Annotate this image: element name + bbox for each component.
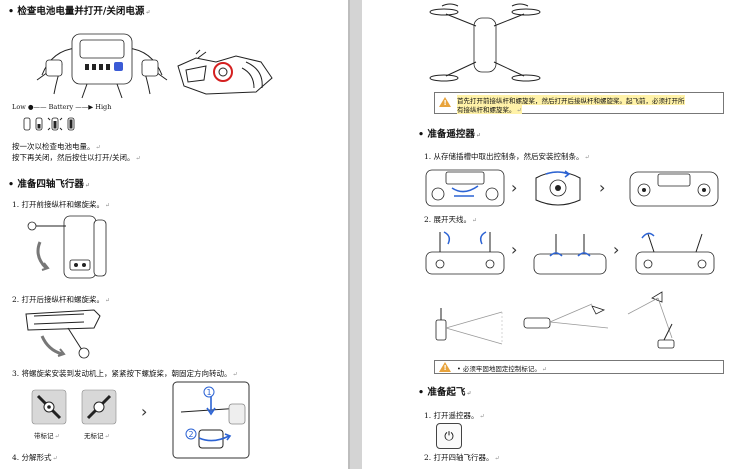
warning-marker-text: • 必须牢固地固定控制标记。↵: [457, 365, 547, 373]
battery-drone-illustration: [36, 33, 168, 99]
battery-instruction-line-1: 按一次以检查电池电量。↵: [12, 142, 101, 151]
document-page-left: • 检查电池电量并打开/关闭电源↵ Low ●—— Battery ——▶ Hi…: [0, 0, 348, 469]
svg-text:2: 2: [188, 430, 193, 439]
aircraft-step-4: 4. 分解形式↵: [12, 453, 58, 462]
propeller-install-illustration: 1 2: [172, 381, 250, 459]
aircraft-step-3: 3. 将螺旋桨安装到发动机上，紧紧按下螺旋桨，朝固定方向转动。↵: [12, 369, 238, 378]
chevron-right-icon: ›: [613, 240, 620, 259]
takeoff-step-1: 1. 打开遥控器。↵: [424, 411, 485, 420]
chevron-right-icon: ›: [599, 178, 606, 197]
unfold-rear-arm-illustration: [25, 309, 101, 359]
propeller-marked-illustration: [31, 389, 67, 425]
remote-sticks-storage-illustration: [425, 169, 505, 207]
chevron-right-icon: ›: [141, 402, 148, 421]
aircraft-section-title: • 准备四轴飞行器↵: [8, 179, 90, 190]
takeoff-section-title: • 准备起飞↵: [418, 387, 472, 398]
warning-triangle-icon: [439, 97, 451, 107]
scale-high-label: High: [95, 103, 112, 111]
battery-led-indicators-icon: [23, 117, 75, 131]
battery-level-scale: Low ●—— Battery ——▶ High: [12, 103, 112, 111]
antenna-unfolding-illustration: [533, 234, 607, 275]
battery-instruction-line-2: 按下再关闭，然后按住以打开/关闭。↵: [12, 153, 141, 162]
document-page-right: 首先打开前接纵杆和螺旋桨，然后打开后接纵杆和螺旋桨。起飞前，必须打开所 有接纵杆…: [362, 0, 750, 469]
remote-section-title: • 准备遥控器↵: [418, 129, 481, 140]
remote-sticks-installed-illustration: [629, 171, 719, 207]
remote-stick-install-illustration: [535, 170, 581, 206]
antenna-signal-diagram-illustration: [435, 291, 675, 349]
power-button-closeup-illustration: [177, 49, 273, 95]
antenna-folded-illustration: [425, 231, 505, 275]
takeoff-step-2: 2. 打开四轴飞行器。↵: [424, 453, 500, 462]
warning-unfold-line-1: 首先打开前接纵杆和螺旋桨，然后打开后接纵杆和螺旋桨。起飞前，必须打开所: [457, 95, 685, 105]
remote-step-2: 2. 展开天线。↵: [424, 215, 478, 224]
scale-battery-label: Battery: [48, 103, 74, 111]
propeller-marked-label: 带标记↵: [34, 432, 60, 440]
power-icon: ⏻: [436, 423, 462, 449]
remote-step-1: 1. 从存储插槽中取出控制条，然后安装控制条。↵: [424, 152, 590, 161]
scale-low-label: Low: [12, 103, 26, 111]
aircraft-step-2: 2. 打开后接纵杆和螺旋桨。↵: [12, 295, 111, 304]
warning-note-marker: • 必须牢固地固定控制标记。↵: [434, 360, 724, 374]
propeller-unmarked-illustration: [81, 389, 117, 425]
warning-note-unfold: 首先打开前接纵杆和螺旋桨，然后打开后接纵杆和螺旋桨。起飞前，必须打开所 有接纵杆…: [434, 92, 724, 114]
page-gutter: [348, 0, 362, 469]
battery-section-title: • 检查电池电量并打开/关闭电源↵: [8, 6, 151, 17]
chevron-right-icon: ›: [511, 240, 518, 259]
warning-unfold-line-2: 有接纵杆和螺旋桨。↵: [457, 104, 522, 114]
svg-text:1: 1: [206, 388, 211, 397]
unfolded-drone-illustration: [429, 3, 541, 82]
propeller-unmarked-label: 无标记↵: [84, 432, 110, 440]
unfold-front-arm-illustration: [27, 215, 107, 279]
warning-triangle-icon: [439, 362, 451, 372]
chevron-right-icon: ›: [511, 178, 518, 197]
aircraft-step-1: 1. 打开前接纵杆和螺旋桨。↵: [12, 200, 111, 209]
antenna-unfolded-illustration: [635, 232, 715, 275]
